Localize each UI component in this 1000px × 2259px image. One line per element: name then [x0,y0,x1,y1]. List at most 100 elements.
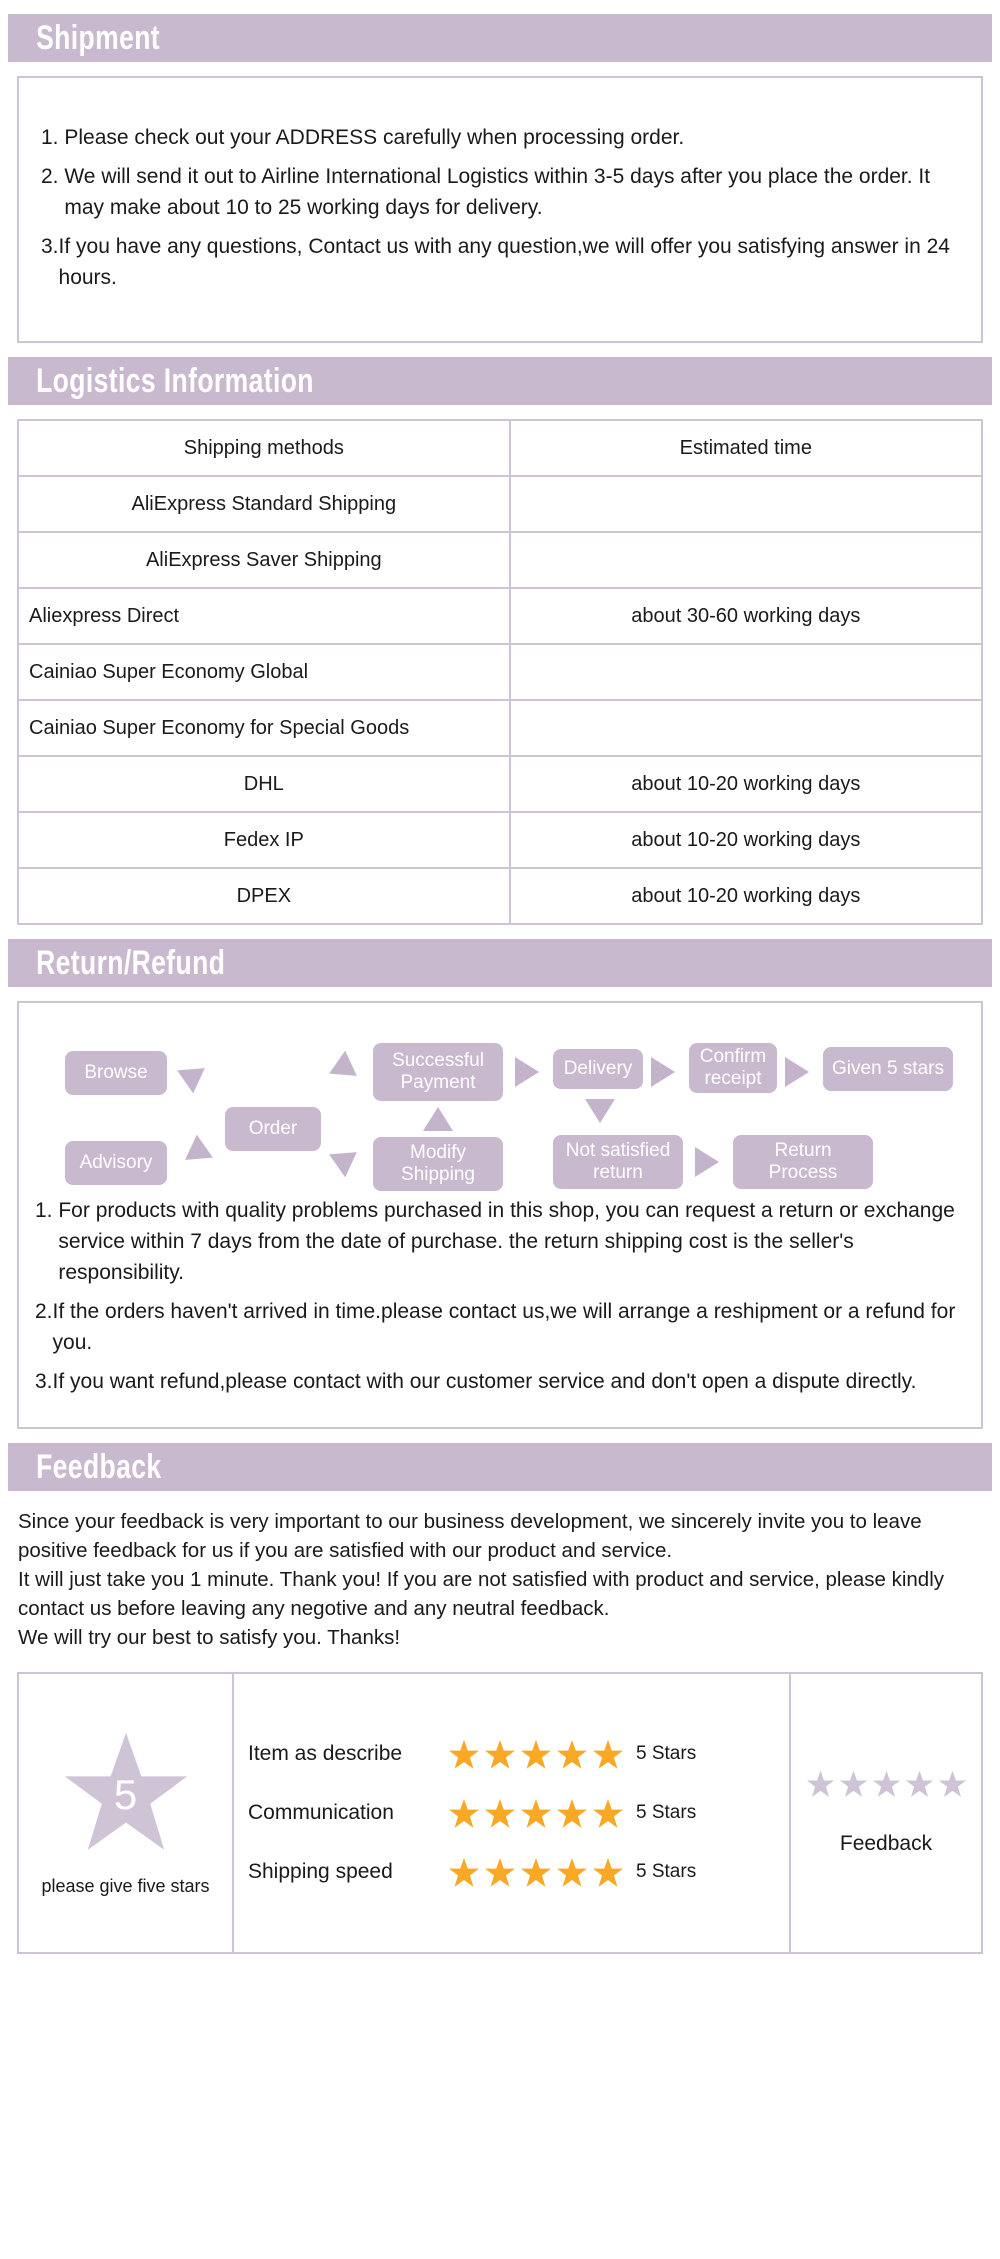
return-panel: Browse Order Advisory Successful Payment… [17,1001,983,1429]
list-item-number: 2. [35,1300,53,1323]
list-item-text: For products with quality problems purch… [58,1199,955,1284]
cell-time [508,475,984,533]
rating-row-communication: Communication 5 Stars [248,1798,775,1829]
feedback-paragraph: It will just take you 1 minute. Thank yo… [18,1568,945,1620]
star-icon[interactable] [872,1770,901,1798]
list-item-text: If you have any questions, Contact us wi… [58,235,950,289]
return-policy-list: 1. For products with quality problems pu… [35,1195,965,1397]
star-icon[interactable] [448,1798,480,1829]
cell-time: about 30-60 working days [508,587,984,645]
list-item-text: We will send it out to Airline Internati… [64,165,931,219]
feedback-caption: Feedback [839,1832,933,1855]
cell-method: Fedex IP [17,811,511,869]
list-item-number: 2. [41,165,65,188]
feedback-paragraph: Since your feedback is very important to… [18,1510,922,1562]
rating-value: 5 Stars [636,1743,697,1764]
list-item-text: Please check out your ADDRESS carefully … [64,126,685,149]
flow-arrow-modify-to-payment [423,1107,453,1131]
rating-rows: Item as describe 5 Stars Communication [234,1674,791,1952]
flow-node-not-satisfied-return: Not satisfied return [553,1135,683,1189]
section-header-shipment: Shipment [8,14,992,62]
column-header-time: Estimated time [508,419,984,477]
cell-method: Cainiao Super Economy Global [17,643,511,701]
column-header-method: Shipping methods [17,419,511,477]
cell-method: AliExpress Saver Shipping [17,531,511,589]
table-header-row: Shipping methods Estimated time [17,419,984,477]
flow-node-return-process: Return Process [733,1135,873,1189]
product-description-page: Shipment 1. Please check out your ADDRES… [0,14,1000,1974]
cell-time [508,531,984,589]
star-rating-item-as-describe[interactable] [448,1739,624,1770]
big-star-number: 5 [113,1770,138,1818]
shipment-list: 1. Please check out your ADDRESS careful… [41,122,959,293]
flow-node-confirm-receipt: Confirm receipt [689,1043,777,1093]
table-row: Fedex IP about 10-20 working days [17,811,984,869]
star-icon[interactable] [484,1739,516,1770]
list-item-number: 3. [41,235,59,258]
star-rating-shipping-speed[interactable] [448,1857,624,1888]
star-icon[interactable] [806,1770,835,1798]
cell-time: about 10-20 working days [508,811,984,869]
star-icon[interactable] [448,1857,480,1888]
list-item-text: If you want refund,please contact with o… [52,1370,917,1393]
flow-arrow-confirm-to-stars [785,1057,809,1087]
list-item-number: 1. [41,126,65,149]
list-item: 3. If you have any questions, Contact us… [41,231,959,293]
logistics-title: Logistics Information [36,362,314,400]
table-row: Aliexpress Direct about 30-60 working da… [17,587,984,645]
shipment-panel: 1. Please check out your ADDRESS careful… [17,76,983,343]
star-icon[interactable] [484,1798,516,1829]
table-row: AliExpress Saver Shipping [17,531,984,589]
feedback-star-rating[interactable] [806,1770,967,1798]
list-item: 2. If the orders haven't arrived in time… [35,1296,965,1358]
cell-method: Aliexpress Direct [17,587,511,645]
shipment-title: Shipment [36,19,161,57]
star-icon[interactable] [938,1770,967,1798]
rating-row-item-as-describe: Item as describe 5 Stars [248,1739,775,1770]
star-icon[interactable] [484,1857,516,1888]
star-icon[interactable] [592,1857,624,1888]
cell-time [508,699,984,757]
rating-value: 5 Stars [636,1802,697,1823]
cell-method: AliExpress Standard Shipping [17,475,511,533]
list-item: 2. We will send it out to Airline Intern… [41,161,959,223]
star-icon[interactable] [556,1857,588,1888]
star-icon[interactable] [448,1739,480,1770]
flow-arrow-delivery-to-confirm [651,1057,675,1087]
star-icon[interactable] [592,1798,624,1829]
cell-method: DHL [17,755,511,813]
star-icon[interactable] [520,1739,552,1770]
feedback-title: Feedback [36,1448,162,1486]
flow-node-modify-shipping: Modify Shipping [373,1137,503,1191]
star-icon[interactable] [839,1770,868,1798]
flow-arrow-browse-to-order [177,1056,213,1094]
star-icon[interactable] [556,1739,588,1770]
list-item-number: 1. [35,1199,59,1222]
star-icon[interactable] [556,1798,588,1829]
flow-node-successful-payment: Successful Payment [373,1043,503,1101]
feedback-paragraphs: Since your feedback is very important to… [18,1507,982,1652]
list-item-number: 3. [35,1370,53,1393]
rating-value: 5 Stars [636,1861,697,1882]
flow-node-given-5-stars: Given 5 stars [823,1047,953,1091]
flow-node-delivery: Delivery [553,1049,643,1089]
flow-node-advisory: Advisory [65,1141,167,1185]
cell-method: DPEX [17,867,511,925]
rating-label: Shipping speed [248,1860,393,1883]
star-icon[interactable] [905,1770,934,1798]
star-icon[interactable] [520,1857,552,1888]
section-header-return: Return/Refund [8,939,992,987]
feedback-submit-area: Feedback [791,1674,981,1952]
star-rating-communication[interactable] [448,1798,624,1829]
flow-arrow-modify-to-order [329,1140,365,1178]
section-header-feedback: Feedback [8,1443,992,1491]
return-title: Return/Refund [36,944,226,982]
flow-arrow-delivery-to-not-satisfied [585,1099,615,1123]
cell-time: about 10-20 working days [508,867,984,925]
big-star-icon: 5 [61,1730,191,1854]
big-star-caption: please give five stars [41,1875,210,1896]
list-item-text: If the orders haven't arrived in time.pl… [52,1300,956,1354]
star-icon[interactable] [520,1798,552,1829]
return-flow-diagram: Browse Order Advisory Successful Payment… [43,1029,957,1191]
star-icon[interactable] [592,1739,624,1770]
